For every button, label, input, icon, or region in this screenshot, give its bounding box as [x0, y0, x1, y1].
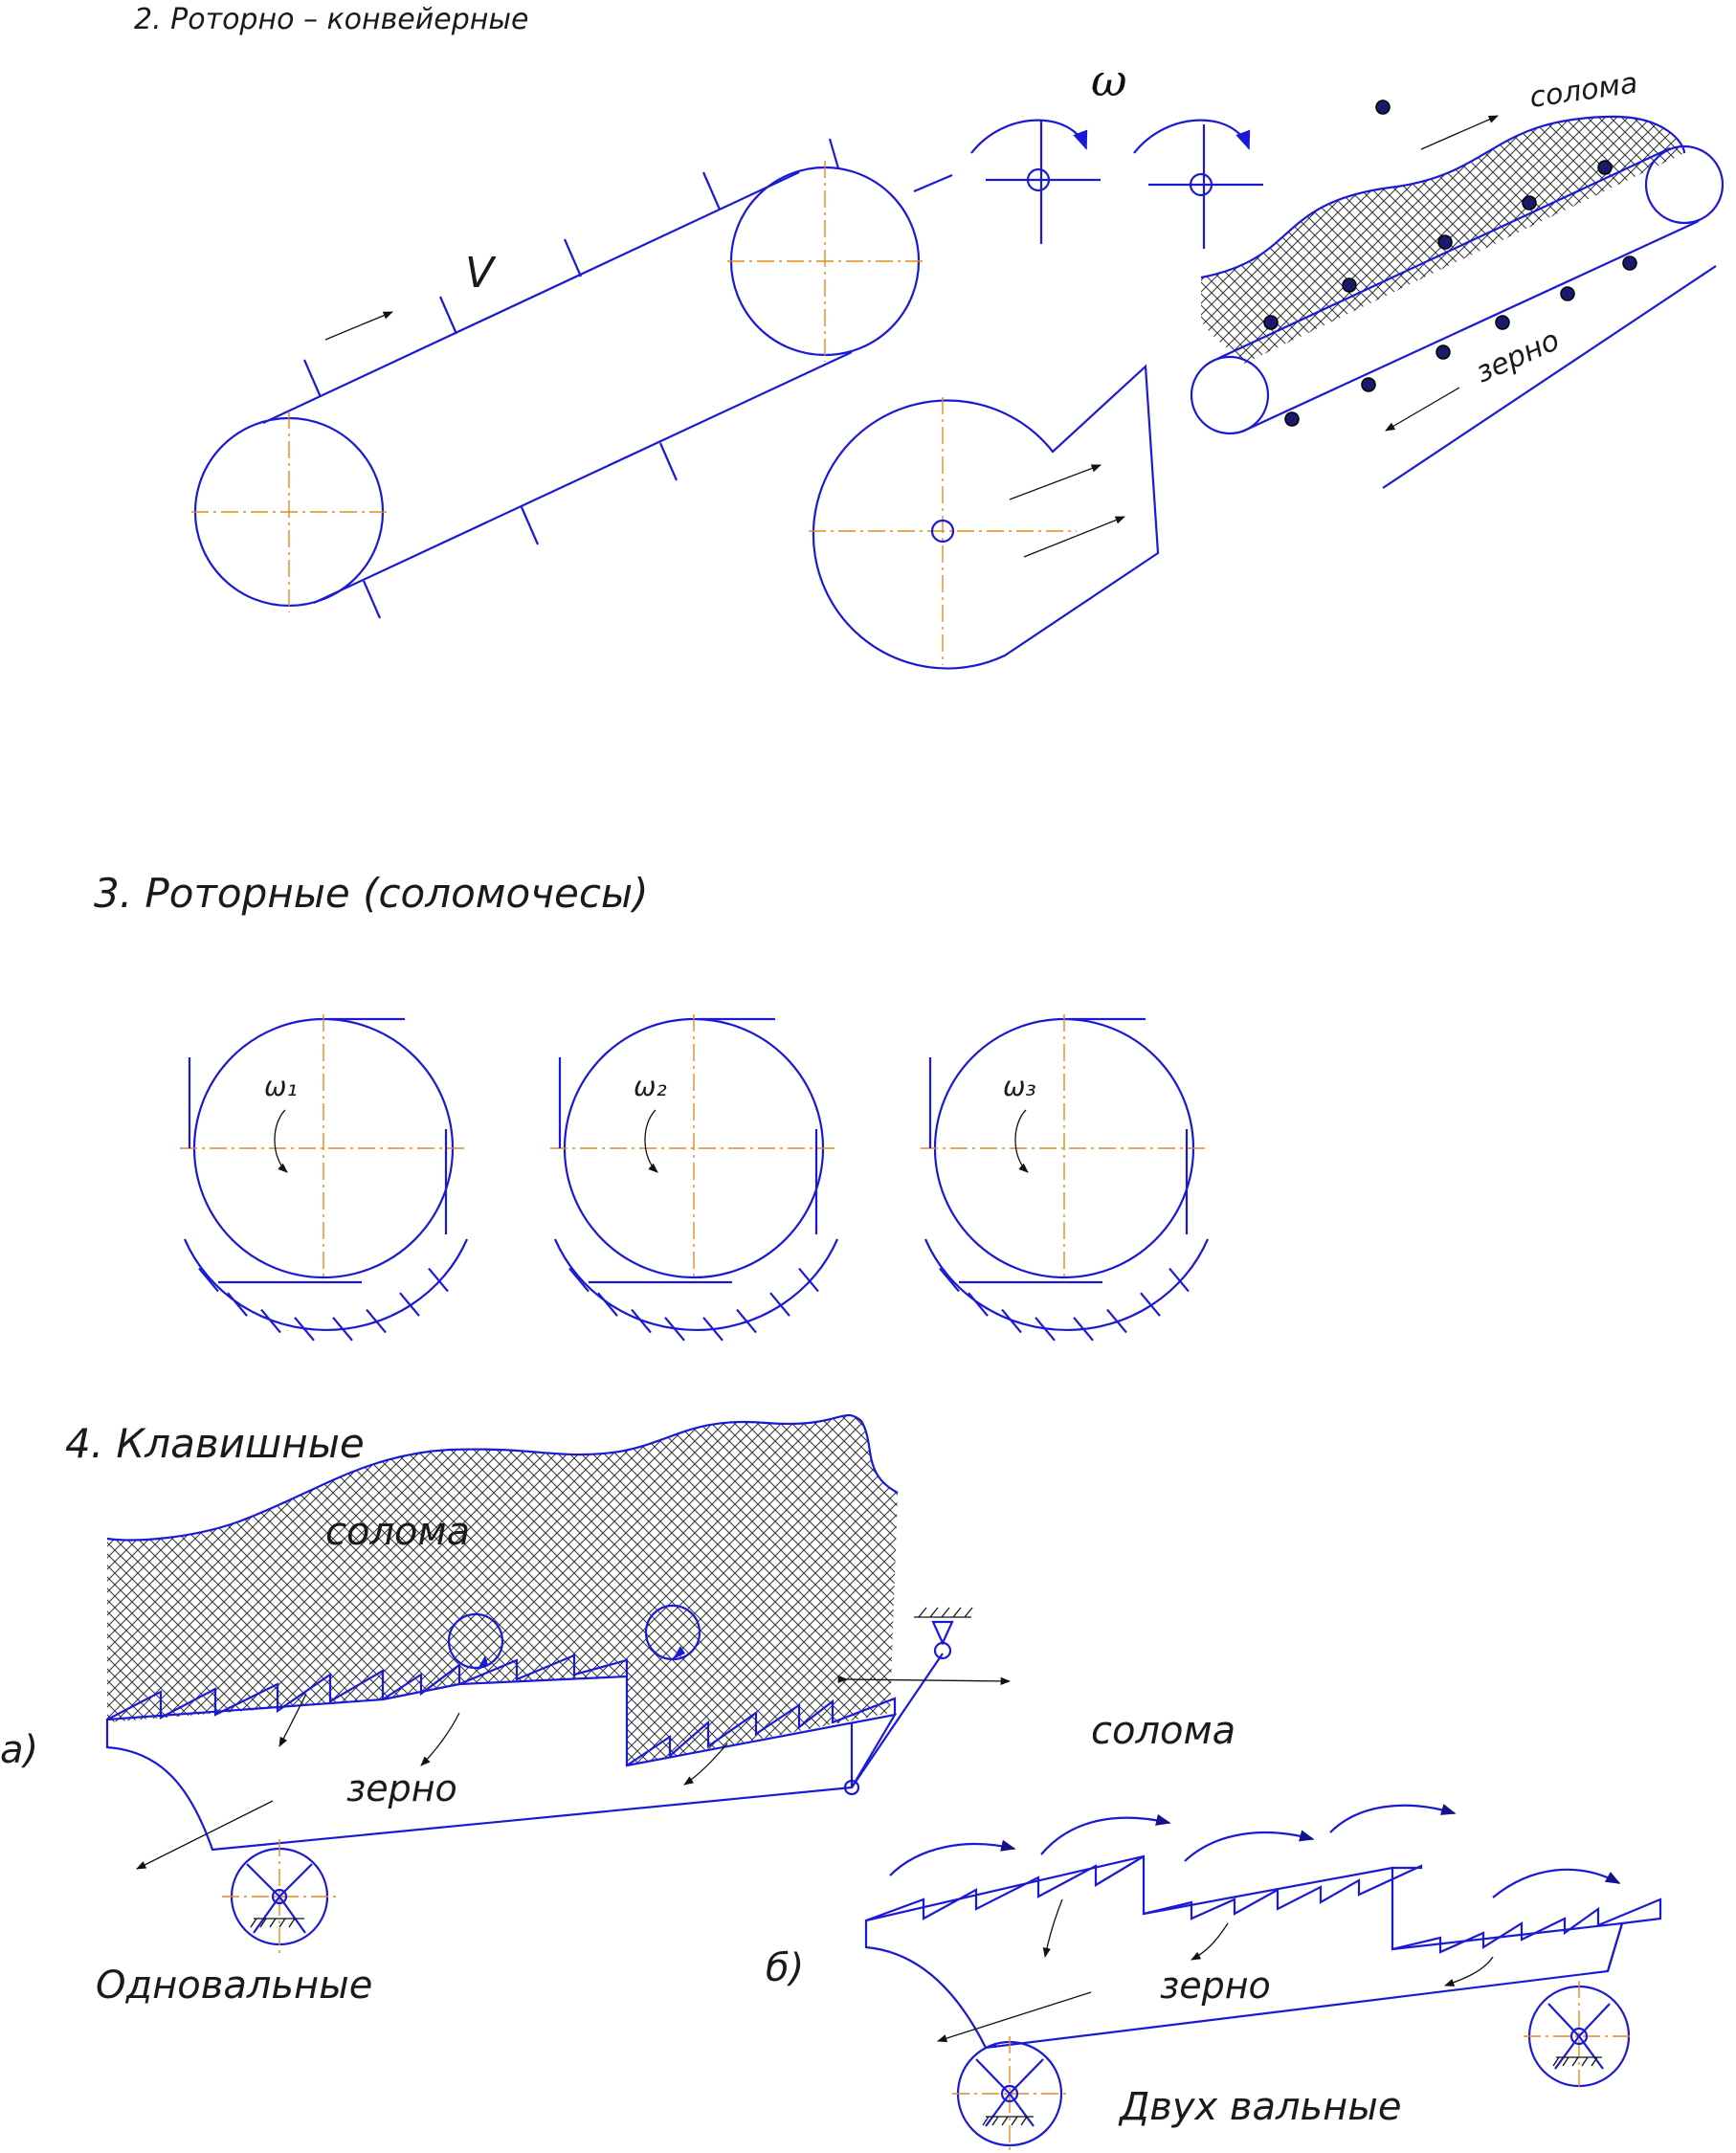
rotor-1-omega: ω₁: [264, 1071, 298, 1102]
grate-tooth: [1001, 1308, 1022, 1334]
rotor-3-omega: ω₃: [1003, 1071, 1036, 1102]
grate-tooth: [294, 1317, 315, 1342]
section-rotary-straw-combers: 3. Роторные (соломочесы) ω₁ ω₂ ω₃: [94, 870, 1210, 1342]
rotation-arrow: [1014, 1109, 1029, 1173]
inclined-straw-conveyor: солома зерно: [1190, 66, 1725, 489]
straw-label-top: солома: [1527, 66, 1639, 114]
section-3-title: 3. Роторные (соломочесы): [94, 870, 648, 917]
grate-tooth: [798, 1267, 819, 1293]
variant-b-tag: б): [766, 1946, 804, 1990]
grate-tooth: [332, 1317, 353, 1342]
section-rotor-conveyor: 2. Роторно – конвейерные V: [134, 3, 1725, 670]
grate-tooth: [736, 1308, 757, 1334]
grate-tooth: [198, 1267, 219, 1293]
grate-tooth: [227, 1292, 248, 1317]
grate-tooth: [1168, 1267, 1190, 1293]
grate-tooth: [366, 1308, 387, 1334]
walker-b-grain-label: зерно: [1160, 1964, 1271, 2007]
single-shaft-walker: солома зерно а) Одновальные: [0, 1413, 1012, 2008]
two-shaft-caption: Двух вальные: [1118, 2085, 1401, 2129]
grate-tooth: [769, 1292, 790, 1317]
grate-tooth: [1106, 1308, 1127, 1334]
variant-a-tag: а): [0, 1728, 38, 1772]
grain-label-top: зерно: [1471, 323, 1565, 389]
walker-b-straw-label: солома: [1091, 1709, 1235, 1753]
belt-conveyor: V: [191, 138, 953, 619]
grate-tooth: [1073, 1317, 1094, 1342]
grate-tooth: [939, 1267, 960, 1293]
grate-tooth: [1140, 1292, 1161, 1317]
grate-tooth: [631, 1308, 652, 1334]
single-shaft-caption: Одновальные: [96, 1964, 372, 2008]
two-shaft-walker: солома: [766, 1709, 1662, 2151]
section-4-title: 4. Клавишные: [65, 1420, 365, 1467]
belt-speed-label: V: [465, 249, 497, 298]
section-key-walkers: 4. Клавишные: [0, 1413, 1662, 2151]
section-2-title: 2. Роторно – конвейерные: [134, 3, 529, 36]
rotation-arrow: [644, 1109, 658, 1173]
rotation-arrow: [274, 1109, 288, 1173]
beater-rotors: ω: [970, 55, 1263, 249]
walker-a-grain-label: зерно: [346, 1767, 457, 1809]
concave-grate: [183, 1238, 469, 1332]
grate-tooth: [1035, 1317, 1056, 1342]
grate-tooth: [568, 1267, 590, 1293]
grate-tooth: [597, 1292, 618, 1317]
walker-a-straw-label: солома: [325, 1510, 470, 1554]
concave-grate: [924, 1238, 1210, 1332]
grate-tooth: [428, 1267, 449, 1293]
grate-tooth: [968, 1292, 989, 1317]
concave-grate: [553, 1238, 839, 1332]
rotor-2-omega: ω₂: [634, 1071, 667, 1102]
rotor-omega-label: ω: [1091, 55, 1127, 106]
grate-tooth: [399, 1292, 420, 1317]
grate-tooth: [664, 1317, 685, 1342]
grate-tooth: [260, 1308, 281, 1334]
fan-housing: [809, 364, 1160, 670]
grate-tooth: [702, 1317, 723, 1342]
